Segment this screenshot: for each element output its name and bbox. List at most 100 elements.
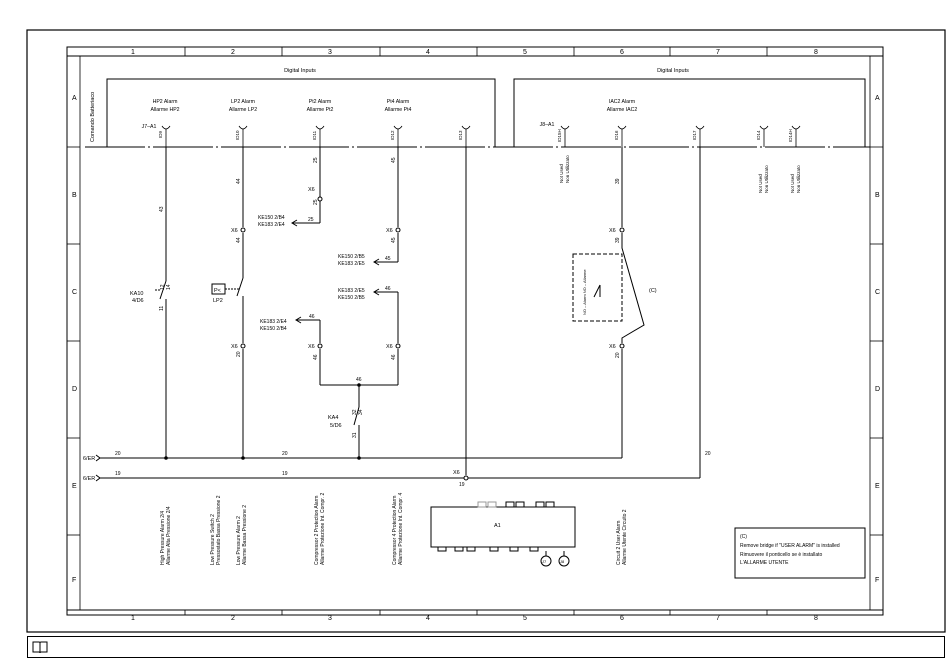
row-label: E xyxy=(72,483,77,490)
outer-frame xyxy=(26,29,946,633)
bottom-desc: Pressostato Bassa Pressione 2 xyxy=(216,495,222,565)
not-used-label: Non Utilizzato xyxy=(796,165,801,193)
bottom-desc: Allarme Protezione Int. Compr. 2 xyxy=(320,493,326,565)
terminal-x6-label: X6 xyxy=(231,228,238,234)
cross-ref: KE183 2/E5 xyxy=(338,288,365,294)
input-subtitle-hp2: Allarme HP2 xyxy=(150,107,179,113)
row-label: C xyxy=(72,289,77,296)
footer-bar xyxy=(27,636,945,658)
wire-number: 45 xyxy=(385,256,391,262)
pressure-switch-box xyxy=(211,283,226,295)
wire-number: 12 xyxy=(160,284,166,290)
note-line-3: L'ALLARME UTENTE xyxy=(740,560,789,566)
terminal-label: ID11 xyxy=(312,130,317,140)
row-label: D xyxy=(875,386,880,393)
wire-number: 34 xyxy=(358,409,364,415)
bottom-desc: Allarme Bassa Pressione 2 xyxy=(242,505,248,565)
inner-frame xyxy=(66,46,884,616)
pressure-switch-name: LP2 xyxy=(213,298,223,304)
book-icon[interactable] xyxy=(32,640,48,654)
terminal-x6-label: X6 xyxy=(609,228,616,234)
bus-label-b: 6/ER xyxy=(83,476,95,482)
terminal-label: ID14 xyxy=(756,130,761,140)
wire-number: 20 xyxy=(115,451,121,457)
wire-number: 45 xyxy=(391,237,397,243)
input-subtitle-pt2: Allarme Pt2 xyxy=(307,107,334,113)
wire-number: 46 xyxy=(313,354,319,360)
col-label: 2 xyxy=(231,615,235,622)
bottom-desc: Allarme Alta Pressione 2/4 xyxy=(166,506,172,565)
bottom-desc: Low Pressure Switch 2 xyxy=(210,514,216,565)
row-label: E xyxy=(875,483,880,490)
input-subtitle-lp2: Allarme LP2 xyxy=(229,107,257,113)
wire-number: 25 xyxy=(308,217,314,223)
bottom-desc: High Pressure Alarm 2/4 xyxy=(160,511,166,565)
col-label: 2 xyxy=(231,49,235,56)
col-label: 4 xyxy=(426,49,430,56)
pressure-switch-symbol: P< xyxy=(214,288,221,294)
side-label: Comando Batteriaco xyxy=(90,92,96,142)
input-subtitle-pt4: Allarme Pt4 xyxy=(385,107,412,113)
user-alarm-bridge-box xyxy=(572,253,623,322)
wire-number: 39 xyxy=(615,178,621,184)
bridge-label: (C) xyxy=(649,288,657,294)
wire-number: 32 xyxy=(352,409,358,415)
terminal-x6-label: X6 xyxy=(308,187,315,193)
relay-ka4-ref: 5/D6 xyxy=(330,423,342,429)
terminal-label: ID10 xyxy=(235,130,240,140)
wire-number: 20 xyxy=(615,352,621,358)
row-label: B xyxy=(875,192,880,199)
wire-number: 11 xyxy=(159,306,165,311)
alarm-contact-symbol xyxy=(593,284,601,298)
connector-j8: J8–A1 xyxy=(540,122,555,128)
wire-number: 20 xyxy=(236,351,242,357)
row-label: A xyxy=(72,95,77,102)
relay-ka4-label: KA4 xyxy=(328,415,338,421)
row-dividers xyxy=(67,146,883,536)
note-box xyxy=(734,527,866,579)
wire-number: 44 xyxy=(236,178,242,184)
bottom-desc: Compressor 2 Protection Alarm xyxy=(314,496,320,565)
terminal-label: ID16 xyxy=(614,130,619,140)
wire-number: 20 xyxy=(282,451,288,457)
not-used-label: Non Utilizzato xyxy=(764,165,769,193)
row-label: D xyxy=(72,386,77,393)
wire-number: 45 xyxy=(391,157,397,163)
group-title-right: Digital Inputs xyxy=(657,68,689,74)
wire-number: 20 xyxy=(705,451,711,457)
bottom-desc: Allarme Protezione Int. Compr. 4 xyxy=(398,493,404,565)
wire-number: 19 xyxy=(115,471,121,477)
j8-pin-label: J8 xyxy=(560,559,565,564)
wire-number: 46 xyxy=(356,377,362,383)
col-label: 5 xyxy=(523,49,527,56)
cross-ref: KE183 2/E4 xyxy=(258,222,285,228)
wire-number: 25 xyxy=(313,157,319,163)
row-label: C xyxy=(875,289,880,296)
col-label: 8 xyxy=(814,615,818,622)
drawing-area xyxy=(79,55,871,611)
wiring xyxy=(95,147,701,482)
terminal-label: ID14H xyxy=(788,129,793,142)
connector-j7: J7–A1 xyxy=(142,124,157,130)
terminal-x6-label: X6 xyxy=(386,344,393,350)
row-label: F xyxy=(875,577,879,584)
cross-ref: KE150 2/B4 xyxy=(260,326,287,332)
wire-number: 43 xyxy=(159,206,165,212)
relay-ka10-ref: 4/D6 xyxy=(132,298,144,304)
wire-number: 46 xyxy=(309,314,315,320)
bridge-inner-label: NO – Alarm NO – Allarme xyxy=(582,269,587,315)
row-label: A xyxy=(875,95,880,102)
cross-ref: KE150 2/B4 xyxy=(258,215,285,221)
junction-dots xyxy=(164,383,361,460)
cross-ref: KE183 2/E5 xyxy=(338,261,365,267)
note-line-2: Rimuovere il ponticello se è installato xyxy=(740,552,822,558)
col-label: 7 xyxy=(716,49,720,56)
input-title-lp2: LP2 Alarm xyxy=(231,99,255,105)
wire-number: 14 xyxy=(166,284,172,290)
row-label: B xyxy=(72,192,77,199)
col-label: 1 xyxy=(131,49,135,56)
group-title-left: Digital Inputs xyxy=(284,68,316,74)
col-label: 8 xyxy=(814,49,818,56)
